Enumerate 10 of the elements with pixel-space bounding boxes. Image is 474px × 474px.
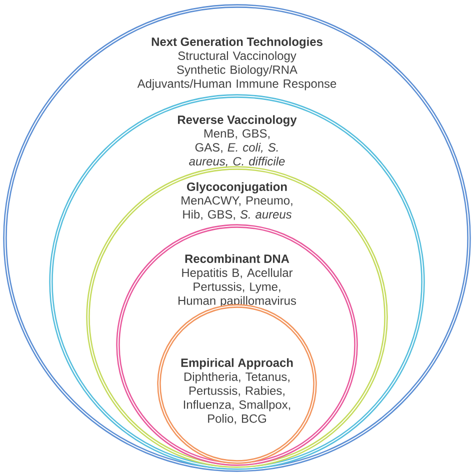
ring-heading: Empirical Approach	[181, 358, 293, 370]
ring-heading: Reverse Vaccinology	[178, 115, 297, 126]
ring-text: Diphtheria, Tetanus, Pertussis, Rabies, Influenza, Smallpox, Polio, BCG	[184, 372, 290, 424]
ring-heading: Glycoconjugation	[187, 182, 287, 194]
ring-text: Structural Vaccinology Synthetic Biology/RNA Adjuvants/Human Immune Response	[137, 51, 336, 90]
ring-text: MenACWY, Pneumo, Hib, GBS, S. aureus	[182, 196, 292, 220]
ring-text: MenB, GBS, GAS, E. coli, S. aureus, C. difficile	[189, 129, 285, 167]
ring-heading: Recombinant DNA	[185, 254, 290, 263]
ring-text: Hepatitis B, Acellular Pertussis, Lyme, Human papillomavirus	[178, 268, 296, 308]
ring-heading: Next Generation Technologies	[152, 37, 322, 48]
